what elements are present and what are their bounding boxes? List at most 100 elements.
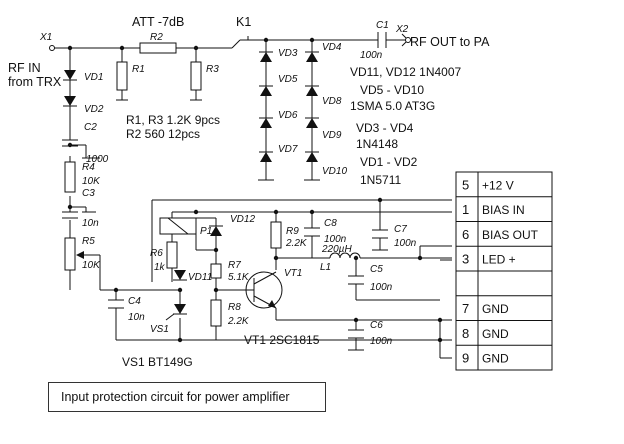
c2-val: 1000 [86,154,109,165]
connector-label-1: BIAS IN [482,203,525,217]
connector-pin-5: 5 [462,177,469,192]
r7-ref: R7 [228,260,241,271]
connector-pin-9: 9 [462,351,469,366]
c1-ref: C1 [376,20,389,31]
p1-ref: P1 [200,226,212,237]
r8-val: 2.2K [227,316,250,327]
p1-coil-symbol [159,217,197,235]
connector-label-6: BIAS OUT [482,228,539,242]
r7-val: 5.1K [228,272,250,283]
r2-symbol [139,42,177,54]
vs1-symbol [165,304,187,321]
vd12-symbol [196,217,223,250]
c1-symbol [377,32,387,48]
vd10-symbol [305,151,319,162]
vd1-symbol [63,70,77,81]
c5-symbol [348,275,364,285]
c4-ref: C4 [128,296,141,307]
vd4-ref: VD4 [322,42,342,53]
r3-ref: R3 [206,64,219,75]
vd3-symbol [259,51,273,62]
note-vd3vd4: VD3 - VD4 [356,121,414,135]
c7-symbol [372,229,388,251]
c2-symbol [62,139,100,159]
rf-in-label: RF IN [8,61,41,75]
r8-ref: R8 [228,302,241,313]
connector-label-5: +12 V [482,178,514,192]
vs1-ref: VS1 [150,324,169,335]
connector-label-9: GND [482,352,509,366]
c6-val: 100n [370,336,393,347]
c4-symbol [108,299,124,309]
r4-symbol [64,161,76,193]
caption-box: Input protection circuit for power ampli… [48,382,326,412]
connector-pin-6: 6 [462,227,469,242]
r5-ref: R5 [82,236,95,247]
vd2-ref: VD2 [84,104,104,115]
r2-ref: R2 [150,32,163,43]
vd12-ref: VD12 [230,214,255,225]
c8-symbol [304,227,320,237]
c3-ref: C3 [82,188,95,199]
c3-symbol [62,207,96,219]
r9-val: 2.2K [285,238,308,249]
connector-pin-8: 8 [462,326,469,341]
vt1-symbol [245,271,283,309]
x2-label: X2 [395,24,409,35]
vd3-ref: VD3 [278,48,298,59]
c2-ref: C2 [84,122,97,133]
note-vd11vd12: VD11, VD12 1N4007 [350,65,462,79]
r4-val: 10K [82,176,101,187]
c4-val: 10n [128,312,145,323]
vd6-ref: VD6 [278,110,298,121]
connector-label-8: GND [482,327,509,341]
x1-label: X1 [39,32,52,43]
r6-ref: R6 [150,248,163,259]
c1-val: 100n [360,50,383,61]
l1-val: 220µH [321,244,352,255]
from-trx-label: from TRX [8,75,62,89]
k1-label: K1 [236,15,251,29]
r6-symbol [166,241,178,269]
connector-label-7: GND [482,302,509,316]
r5-symbol [64,237,84,271]
vd9-ref: VD9 [322,130,342,141]
c5-ref: C5 [370,264,383,275]
x2-terminal [405,37,411,43]
c3-val: 10n [82,218,99,229]
r8-symbol [210,299,222,327]
vd10-ref: VD10 [322,166,347,177]
connector-pin-7: 7 [462,301,469,316]
vd6-symbol [259,117,273,128]
vd4-symbol [305,51,319,62]
note-r2: R2 560 12pcs [126,127,200,141]
note-vd5vd10: VD5 - VD10 [360,83,424,97]
vd11-symbol [173,270,187,281]
vd7-symbol [259,151,273,162]
connector-label-3: LED + [482,253,516,267]
c8-val: 100n [324,234,347,245]
r3-symbol [190,61,202,91]
r6-val: 1k [154,262,166,273]
note-vt1: VT1 2SC1815 [244,333,320,347]
caption: Input protection circuit for power ampli… [61,390,290,404]
r1-symbol [116,61,128,91]
labels: ATT -7dB K1 X1 X2 RF IN from TRX RF OUT … [8,15,490,369]
vd5-ref: VD5 [278,74,298,85]
c5-val: 100n [370,282,393,293]
vt1-ref: VT1 [284,268,302,279]
note-1n5711: 1N5711 [360,173,401,187]
vd1-ref: VD1 [84,72,103,83]
note-1sma: 1SMA 5.0 AT3G [350,99,435,113]
rf-out-label: RF OUT to PA [410,35,490,49]
vd7-ref: VD7 [278,144,298,155]
connector-pin-3: 3 [462,252,469,267]
r1-ref: R1 [132,64,145,75]
c7-val: 100n [394,238,417,249]
connector-pin-1: 1 [462,202,469,217]
c8-ref: C8 [324,218,337,229]
c7-ref: C7 [394,224,407,235]
l1-symbol [329,252,361,259]
